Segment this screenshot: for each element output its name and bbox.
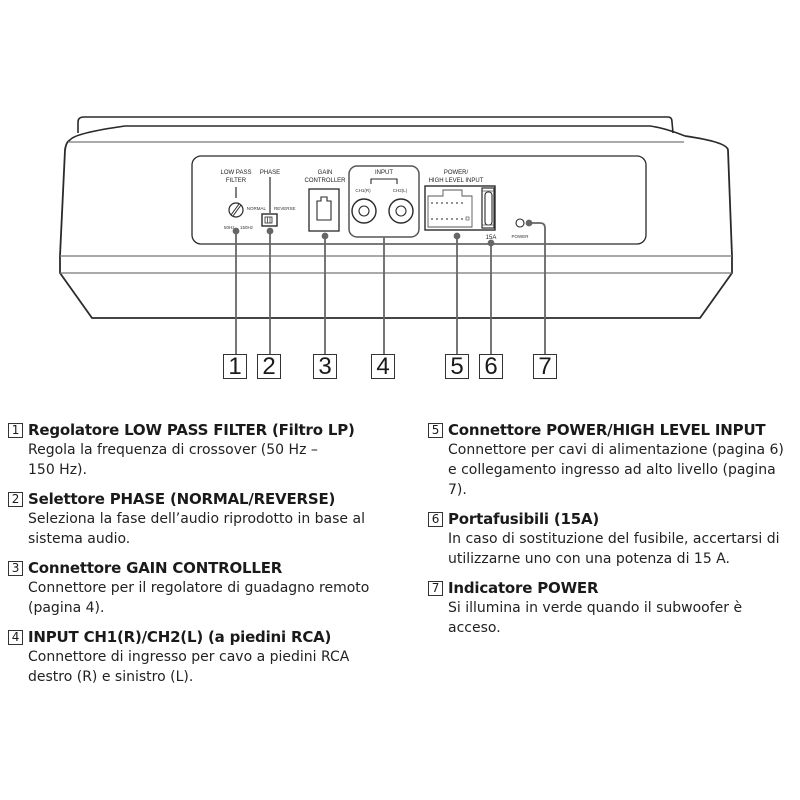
input-label: INPUT xyxy=(375,170,393,176)
fuse-holder[interactable] xyxy=(481,187,495,229)
legend-number: 6 xyxy=(428,511,443,527)
legend-number: 1 xyxy=(8,422,23,438)
legend-description: Connettore per cavi di alimentazione (pa… xyxy=(448,442,784,498)
legend-item-power-indicator: 7 Indicatore POWER Si illumina in verde q… xyxy=(428,578,800,638)
legend-number: 2 xyxy=(8,491,23,507)
svg-text:NORMAL: NORMAL xyxy=(247,206,267,211)
legend-item-power-connector: 5 Connettore POWER/HIGH LEVEL INPUT Conne… xyxy=(428,420,800,500)
fuse-label: 15A xyxy=(486,235,497,241)
legend-title: Portafusibili (15A) xyxy=(448,510,600,528)
legend-right-column: 5 Connettore POWER/HIGH LEVEL INPUT Conne… xyxy=(428,420,800,647)
callout-1: 1 xyxy=(223,354,247,379)
legend-number: 7 xyxy=(428,580,443,596)
phase-label: PHASE xyxy=(260,170,280,176)
svg-text:CH2(L): CH2(L) xyxy=(393,188,408,193)
legend-title: Connettore GAIN CONTROLLER xyxy=(28,559,283,577)
subwoofer-rear-panel-diagram: LOW PASS FILTER 50Hz 150Hz PHASE NORMAL … xyxy=(59,116,733,354)
legend-title: Regolatore LOW PASS FILTER (Filtro LP) xyxy=(28,421,355,439)
legend-title: Connettore POWER/HIGH LEVEL INPUT xyxy=(448,421,766,439)
svg-text:HIGH LEVEL INPUT: HIGH LEVEL INPUT xyxy=(429,178,484,184)
phase-switch[interactable] xyxy=(261,213,278,227)
callout-3: 3 xyxy=(313,354,337,379)
legend-item-input: 4 INPUT CH1(R)/CH2(L) (a piedini RCA) Con… xyxy=(8,627,398,687)
power-led-label: POWER xyxy=(511,234,529,239)
legend-title: INPUT CH1(R)/CH2(L) (a piedini RCA) xyxy=(28,628,332,646)
gain-controller-label: GAIN xyxy=(318,170,333,176)
legend-number: 4 xyxy=(8,629,23,645)
legend-description: Si illumina in verde quando il subwoofer… xyxy=(448,600,743,636)
legend-description: In caso di sostituzione del fusibile, ac… xyxy=(448,531,780,567)
legend-description: Regola la frequenza di crossover (50 Hz … xyxy=(28,442,318,478)
legend-number: 3 xyxy=(8,560,23,576)
legend-item-fuse-holder: 6 Portafusibili (15A) In caso di sostituz… xyxy=(428,509,800,569)
svg-text:REVERSE: REVERSE xyxy=(274,206,296,211)
svg-text:FILTER: FILTER xyxy=(226,178,247,184)
rca-input-ch2[interactable] xyxy=(388,198,414,224)
power-led-indicator xyxy=(515,218,525,228)
callout-6: 6 xyxy=(479,354,503,379)
svg-text:50Hz: 50Hz xyxy=(224,225,235,230)
legend-description: Connettore di ingresso per cavo a piedin… xyxy=(28,649,350,685)
low-pass-filter-knob[interactable] xyxy=(228,202,244,218)
legend-number: 5 xyxy=(428,422,443,438)
legend-title: Selettore PHASE (NORMAL/REVERSE) xyxy=(28,490,336,508)
legend-description: Connettore per il regolatore di guadagno… xyxy=(28,580,370,616)
svg-text:150Hz: 150Hz xyxy=(240,225,254,230)
callout-2: 2 xyxy=(257,354,281,379)
power-input-label: POWER/ xyxy=(444,170,469,176)
gain-controller-port[interactable] xyxy=(308,188,340,232)
legend-item-phase: 2 Selettore PHASE (NORMAL/REVERSE) Selezi… xyxy=(8,489,398,549)
callout-7: 7 xyxy=(533,354,557,379)
callout-4: 4 xyxy=(371,354,395,379)
svg-text:CONTROLLER: CONTROLLER xyxy=(304,178,346,184)
legend-item-gain-controller: 3 Connettore GAIN CONTROLLER Connettore p… xyxy=(8,558,398,618)
callout-5: 5 xyxy=(445,354,469,379)
svg-text:CH1(R): CH1(R) xyxy=(355,188,371,193)
rca-input-ch1[interactable] xyxy=(351,198,377,224)
legend-title: Indicatore POWER xyxy=(448,579,599,597)
legend-description: Seleziona la fase dell’audio riprodotto … xyxy=(28,511,365,547)
low-pass-filter-label: LOW PASS xyxy=(221,170,252,176)
